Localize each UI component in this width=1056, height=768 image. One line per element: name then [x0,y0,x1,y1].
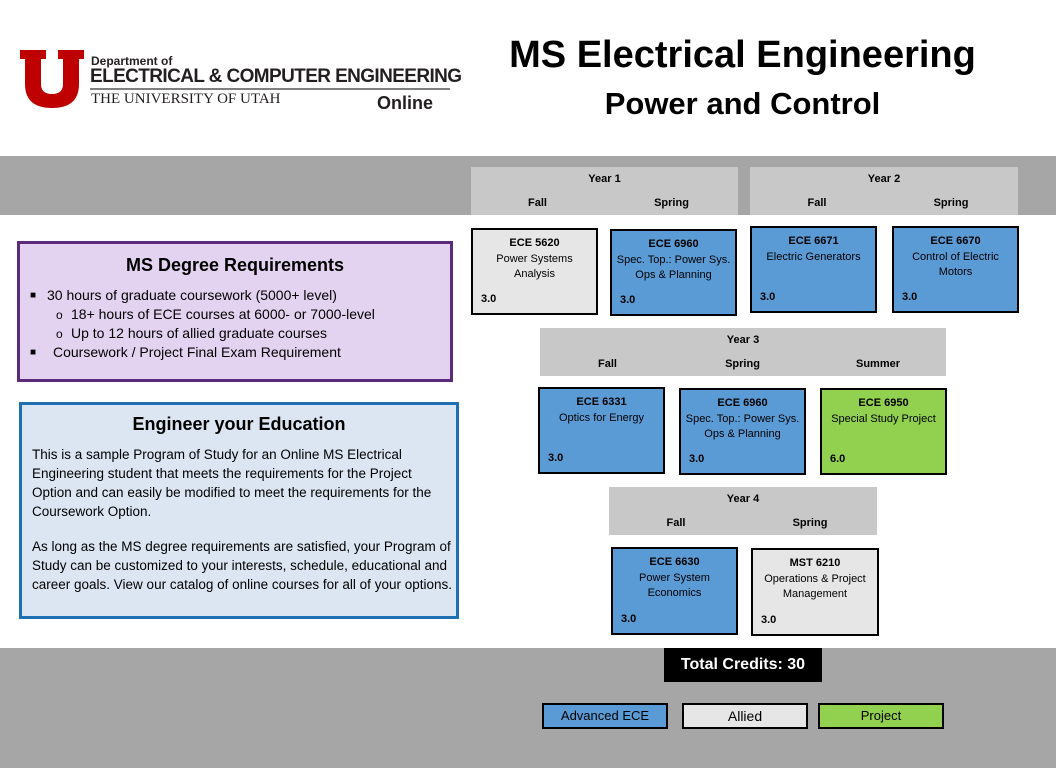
logo-divider [90,88,450,90]
course-credits: 3.0 [548,452,564,464]
semester-label: Summer [855,358,901,370]
year-1-header: Year 1 Fall Spring [471,167,738,215]
course-credits: 3.0 [620,294,636,306]
page-subtitle: Power and Control [604,86,881,121]
semester-label: Spring [792,517,828,529]
engineer-education-panel: Engineer your Education This is a sample… [19,402,459,619]
course-card: ECE 6950 Special Study Project 6.0 [820,388,947,475]
engineer-education-title: Engineer your Education [132,414,346,434]
total-credits-badge: Total Credits: 30 [664,648,822,682]
legend-allied: Allied [682,703,808,729]
course-card: MST 6210 Operations & Project Management… [751,548,879,636]
engineer-paragraph: This is a sample Program of Study for an… [32,447,432,519]
course-name: Power Systems Analysis [496,253,573,280]
course-code: MST 6210 [789,557,841,569]
requirement-item: Coursework / Project Final Exam Requirem… [53,344,341,360]
requirements-title: MS Degree Requirements [125,255,345,275]
page-title: MS Electrical Engineering [509,34,976,76]
year-4-header: Year 4 Fall Spring [609,487,877,535]
course-card: ECE 6331 Optics for Energy 3.0 [538,387,665,474]
course-credits: 6.0 [830,453,846,465]
year-label: Year 4 [726,493,760,505]
course-name: Operations & Project Management [764,573,866,600]
semester-label: Spring [654,197,689,209]
bullet-square-icon: ■ [30,347,37,358]
course-card: ECE 5620 Power Systems Analysis 3.0 [471,228,598,315]
course-credits: 3.0 [689,453,705,465]
course-code: ECE 6950 [858,397,909,409]
semester-label: Fall [807,197,827,209]
requirement-subitem: Up to 12 hours of allied graduate course… [71,325,328,341]
department-name: ELECTRICAL & COMPUTER ENGINEERING [90,66,462,87]
course-code: ECE 6960 [717,397,768,409]
online-label: Online [377,93,434,113]
course-credits: 3.0 [481,293,497,305]
year-3-header: Year 3 Fall Spring Summer [540,328,946,376]
course-name: Control of Electric Motors [912,251,999,278]
requirement-subitem: 18+ hours of ECE courses at 6000- or 700… [71,306,375,322]
bullet-circle-icon: o [56,308,63,322]
bullet-circle-icon: o [56,327,63,341]
course-credits: 3.0 [902,291,918,303]
semester-label: Spring [725,358,760,370]
year-label: Year 1 [588,173,621,185]
engineer-paragraph: As long as the MS degree requirements ar… [32,539,452,592]
course-card: ECE 6630 Power System Economics 3.0 [611,547,738,635]
year-2-header: Year 2 Fall Spring [750,167,1018,215]
course-name: Electric Generators [766,251,861,263]
course-code: ECE 6960 [648,238,699,250]
course-name: Spec. Top.: Power Sys. Ops & Planning [616,254,731,281]
semester-label: Fall [666,517,686,529]
bullet-square-icon: ■ [30,290,37,301]
course-card: ECE 6960 Spec. Top.: Power Sys. Ops & Pl… [679,388,806,475]
course-name: Spec. Top.: Power Sys. Ops & Planning [685,413,800,440]
course-code: ECE 6670 [930,235,981,247]
year-label: Year 2 [867,173,901,185]
university-logo-icon [20,50,84,108]
semester-label: Fall [598,358,617,370]
course-card: ECE 6671 Electric Generators 3.0 [750,226,877,313]
department-of-label: Department of [91,54,173,68]
semester-label: Fall [528,197,547,209]
course-code: ECE 5620 [509,237,560,249]
course-code: ECE 6331 [576,396,627,408]
course-name: Special Study Project [831,413,936,425]
legend-advanced: Advanced ECE [542,703,668,729]
requirements-panel: MS Degree Requirements ■ 30 hours of gra… [17,241,453,382]
course-name: Optics for Energy [559,412,644,424]
year-label: Year 3 [726,334,760,346]
requirement-item: 30 hours of graduate coursework (5000+ l… [47,287,337,303]
legend-project: Project [818,703,944,729]
semester-label: Spring [933,197,969,209]
course-card: ECE 6670 Control of Electric Motors 3.0 [892,226,1019,313]
course-name: Power System Economics [639,572,710,599]
course-credits: 3.0 [760,291,776,303]
course-credits: 3.0 [621,613,637,625]
course-credits: 3.0 [761,614,777,626]
course-code: ECE 6630 [649,556,700,568]
course-code: ECE 6671 [788,235,839,247]
university-name: THE UNIVERSITY OF UTAH [91,91,281,107]
course-card: ECE 6960 Spec. Top.: Power Sys. Ops & Pl… [610,229,737,316]
